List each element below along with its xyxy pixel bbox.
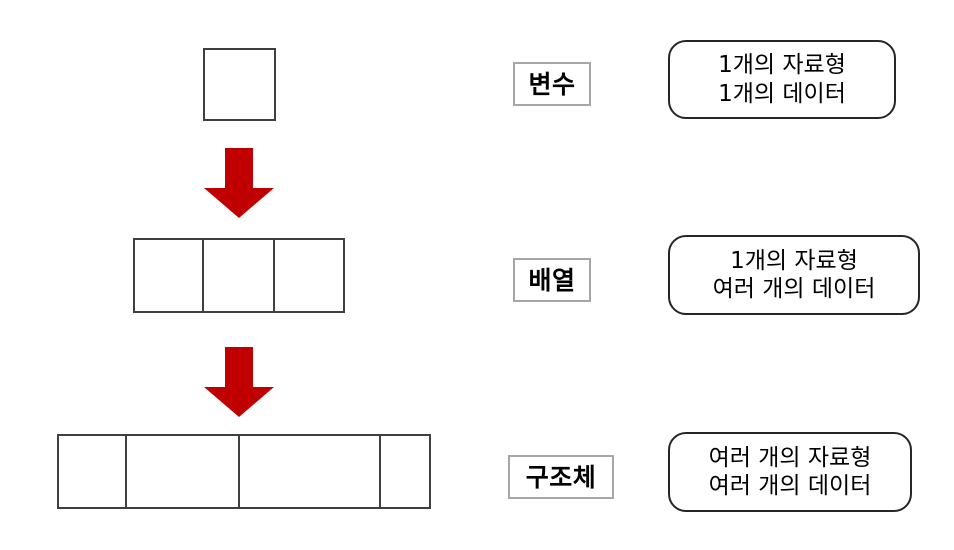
callout-array: 1개의 자료형 여러 개의 데이터 (668, 235, 920, 315)
callout-variable-line-1: 1개의 자료형 (718, 52, 846, 79)
down-arrow-icon (200, 345, 278, 419)
struct-cell (379, 434, 431, 509)
variable-cell (203, 48, 276, 121)
callout-variable-line-2: 1개의 데이터 (718, 80, 846, 107)
callout-array-line-2: 여러 개의 데이터 (712, 276, 876, 302)
callout-struct: 여러 개의 자료형 여러 개의 데이터 (668, 432, 912, 512)
array-cell (202, 238, 275, 313)
struct-memory-row (57, 434, 431, 509)
label-variable: 변수 (513, 62, 591, 106)
callout-array-line-1: 1개의 자료형 (730, 247, 858, 274)
variable-memory-row (203, 48, 276, 121)
callout-struct-line-2: 여러 개의 데이터 (708, 473, 872, 499)
struct-cell (238, 434, 381, 509)
array-memory-row (133, 238, 345, 313)
array-cell (133, 238, 205, 313)
callout-variable: 1개의 자료형 1개의 데이터 (668, 40, 896, 119)
label-struct: 구조체 (508, 455, 614, 499)
down-arrow-icon (200, 146, 278, 220)
label-array: 배열 (513, 258, 591, 302)
struct-cell (125, 434, 240, 509)
array-cell (272, 238, 345, 313)
callout-struct-line-1: 여러 개의 자료형 (708, 444, 872, 471)
struct-cell (57, 434, 127, 509)
